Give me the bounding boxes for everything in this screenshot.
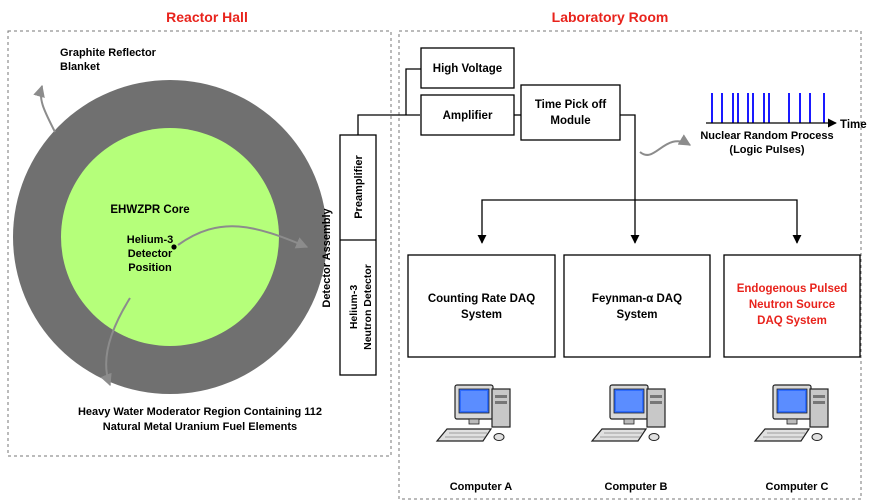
reflector-label-line1: Graphite Reflector bbox=[60, 47, 157, 59]
daq-c-label-line1: Endogenous Pulsed bbox=[737, 283, 848, 295]
time-axis-label: Time bbox=[840, 119, 867, 131]
computer-b-icon bbox=[591, 384, 666, 442]
reactor-hall-frame bbox=[7, 30, 392, 457]
moderator-pointer-arrow bbox=[100, 297, 131, 387]
logic-pulse-train bbox=[711, 93, 825, 123]
daq-a-label-line1: Counting Rate DAQ bbox=[428, 293, 535, 305]
amplifier-label: Amplifier bbox=[443, 110, 493, 122]
reactor-hall-title: Reactor Hall bbox=[166, 9, 248, 25]
detector-position-label-line2: Detector bbox=[128, 248, 173, 260]
detector-position-arrow bbox=[177, 225, 309, 249]
pickoff-to-daq-a-wire bbox=[477, 199, 635, 244]
reactor-core bbox=[61, 128, 279, 346]
high-voltage-label: High Voltage bbox=[433, 63, 502, 75]
daq-b-label-line2: System bbox=[617, 309, 658, 321]
daq-c-label-line3: DAQ System bbox=[757, 315, 827, 327]
computer-a-icon bbox=[436, 384, 511, 442]
daq-box-feynman-alpha bbox=[563, 254, 711, 358]
daq-box-endogenous-pulsed bbox=[723, 254, 861, 358]
computer-b-label: Computer B bbox=[605, 481, 668, 493]
reflector-label-line2: Blanket bbox=[60, 61, 100, 73]
laboratory-room-frame bbox=[398, 30, 862, 500]
daq-a-label-line2: System bbox=[461, 309, 502, 321]
preamplifier-label: Preamplifier bbox=[353, 154, 365, 218]
detector-assembly-box bbox=[339, 134, 377, 376]
computer-c-label: Computer C bbox=[766, 481, 829, 493]
detector-assembly-label: Detector Assembly bbox=[321, 208, 333, 308]
pulse-caption-line1: Nuclear Random Process bbox=[700, 130, 833, 142]
pulse-caption-line2: (Logic Pulses) bbox=[729, 144, 805, 156]
moderator-label-line2: Natural Metal Uranium Fuel Elements bbox=[103, 421, 297, 433]
daq-box-counting-rate bbox=[407, 254, 556, 358]
detector-position-marker bbox=[171, 244, 177, 250]
pickoff-to-daq-c-wire bbox=[635, 199, 802, 244]
pickoff-to-daq-b-wire bbox=[620, 114, 640, 244]
detector-label-line2: Neutron Detector bbox=[362, 264, 374, 350]
core-label: EHWZPR Core bbox=[110, 204, 189, 216]
reflector-pointer-arrow bbox=[33, 84, 56, 133]
time-pickoff-label-line1: Time Pick off bbox=[535, 99, 607, 111]
high-voltage-box bbox=[420, 47, 515, 89]
time-pickoff-box bbox=[520, 84, 621, 141]
moderator-label-line1: Heavy Water Moderator Region Containing … bbox=[78, 406, 322, 418]
logic-pulse-pointer-arrow bbox=[639, 134, 692, 156]
time-pickoff-label-line2: Module bbox=[550, 115, 590, 127]
daq-b-label-line1: Feynman-α DAQ bbox=[592, 293, 682, 305]
detector-position-label-line1: Helium-3 bbox=[127, 234, 173, 246]
detector-position-label-line3: Position bbox=[128, 262, 172, 274]
high-voltage-wire bbox=[405, 68, 421, 115]
preamp-to-amplifier-wire bbox=[357, 114, 420, 135]
laboratory-room-title: Laboratory Room bbox=[552, 9, 669, 25]
daq-c-label-line2: Neutron Source bbox=[749, 299, 835, 311]
computer-a-label: Computer A bbox=[450, 481, 513, 493]
computer-c-icon bbox=[754, 384, 829, 442]
detector-label-line1: Helium-3 bbox=[348, 285, 360, 330]
